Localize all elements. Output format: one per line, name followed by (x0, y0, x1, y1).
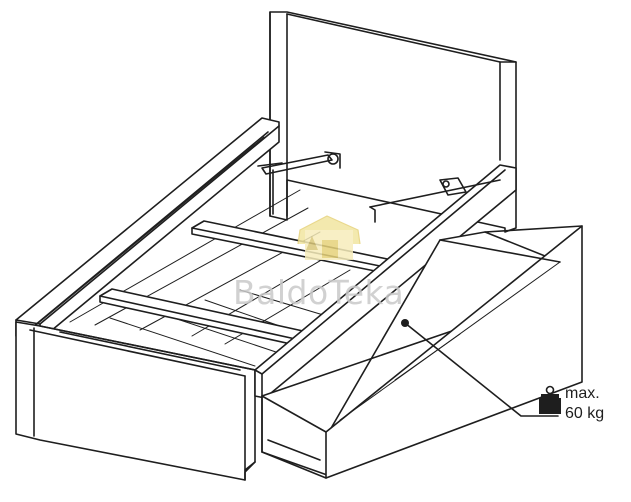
max-load-value: 60 kg (565, 405, 604, 422)
load-leader (404, 322, 559, 417)
footboard (15, 321, 256, 481)
right-side-rail (254, 164, 517, 399)
watermark-logo: BaldoTeka (233, 215, 404, 312)
weight-icon (539, 385, 561, 414)
max-load-label: max. (565, 385, 600, 402)
right-lift-bracket (439, 177, 467, 196)
drawer (261, 225, 583, 479)
watermark-text: BaldoTeka (233, 273, 404, 312)
slat-rear (191, 220, 393, 273)
left-lift-bracket (257, 151, 341, 215)
